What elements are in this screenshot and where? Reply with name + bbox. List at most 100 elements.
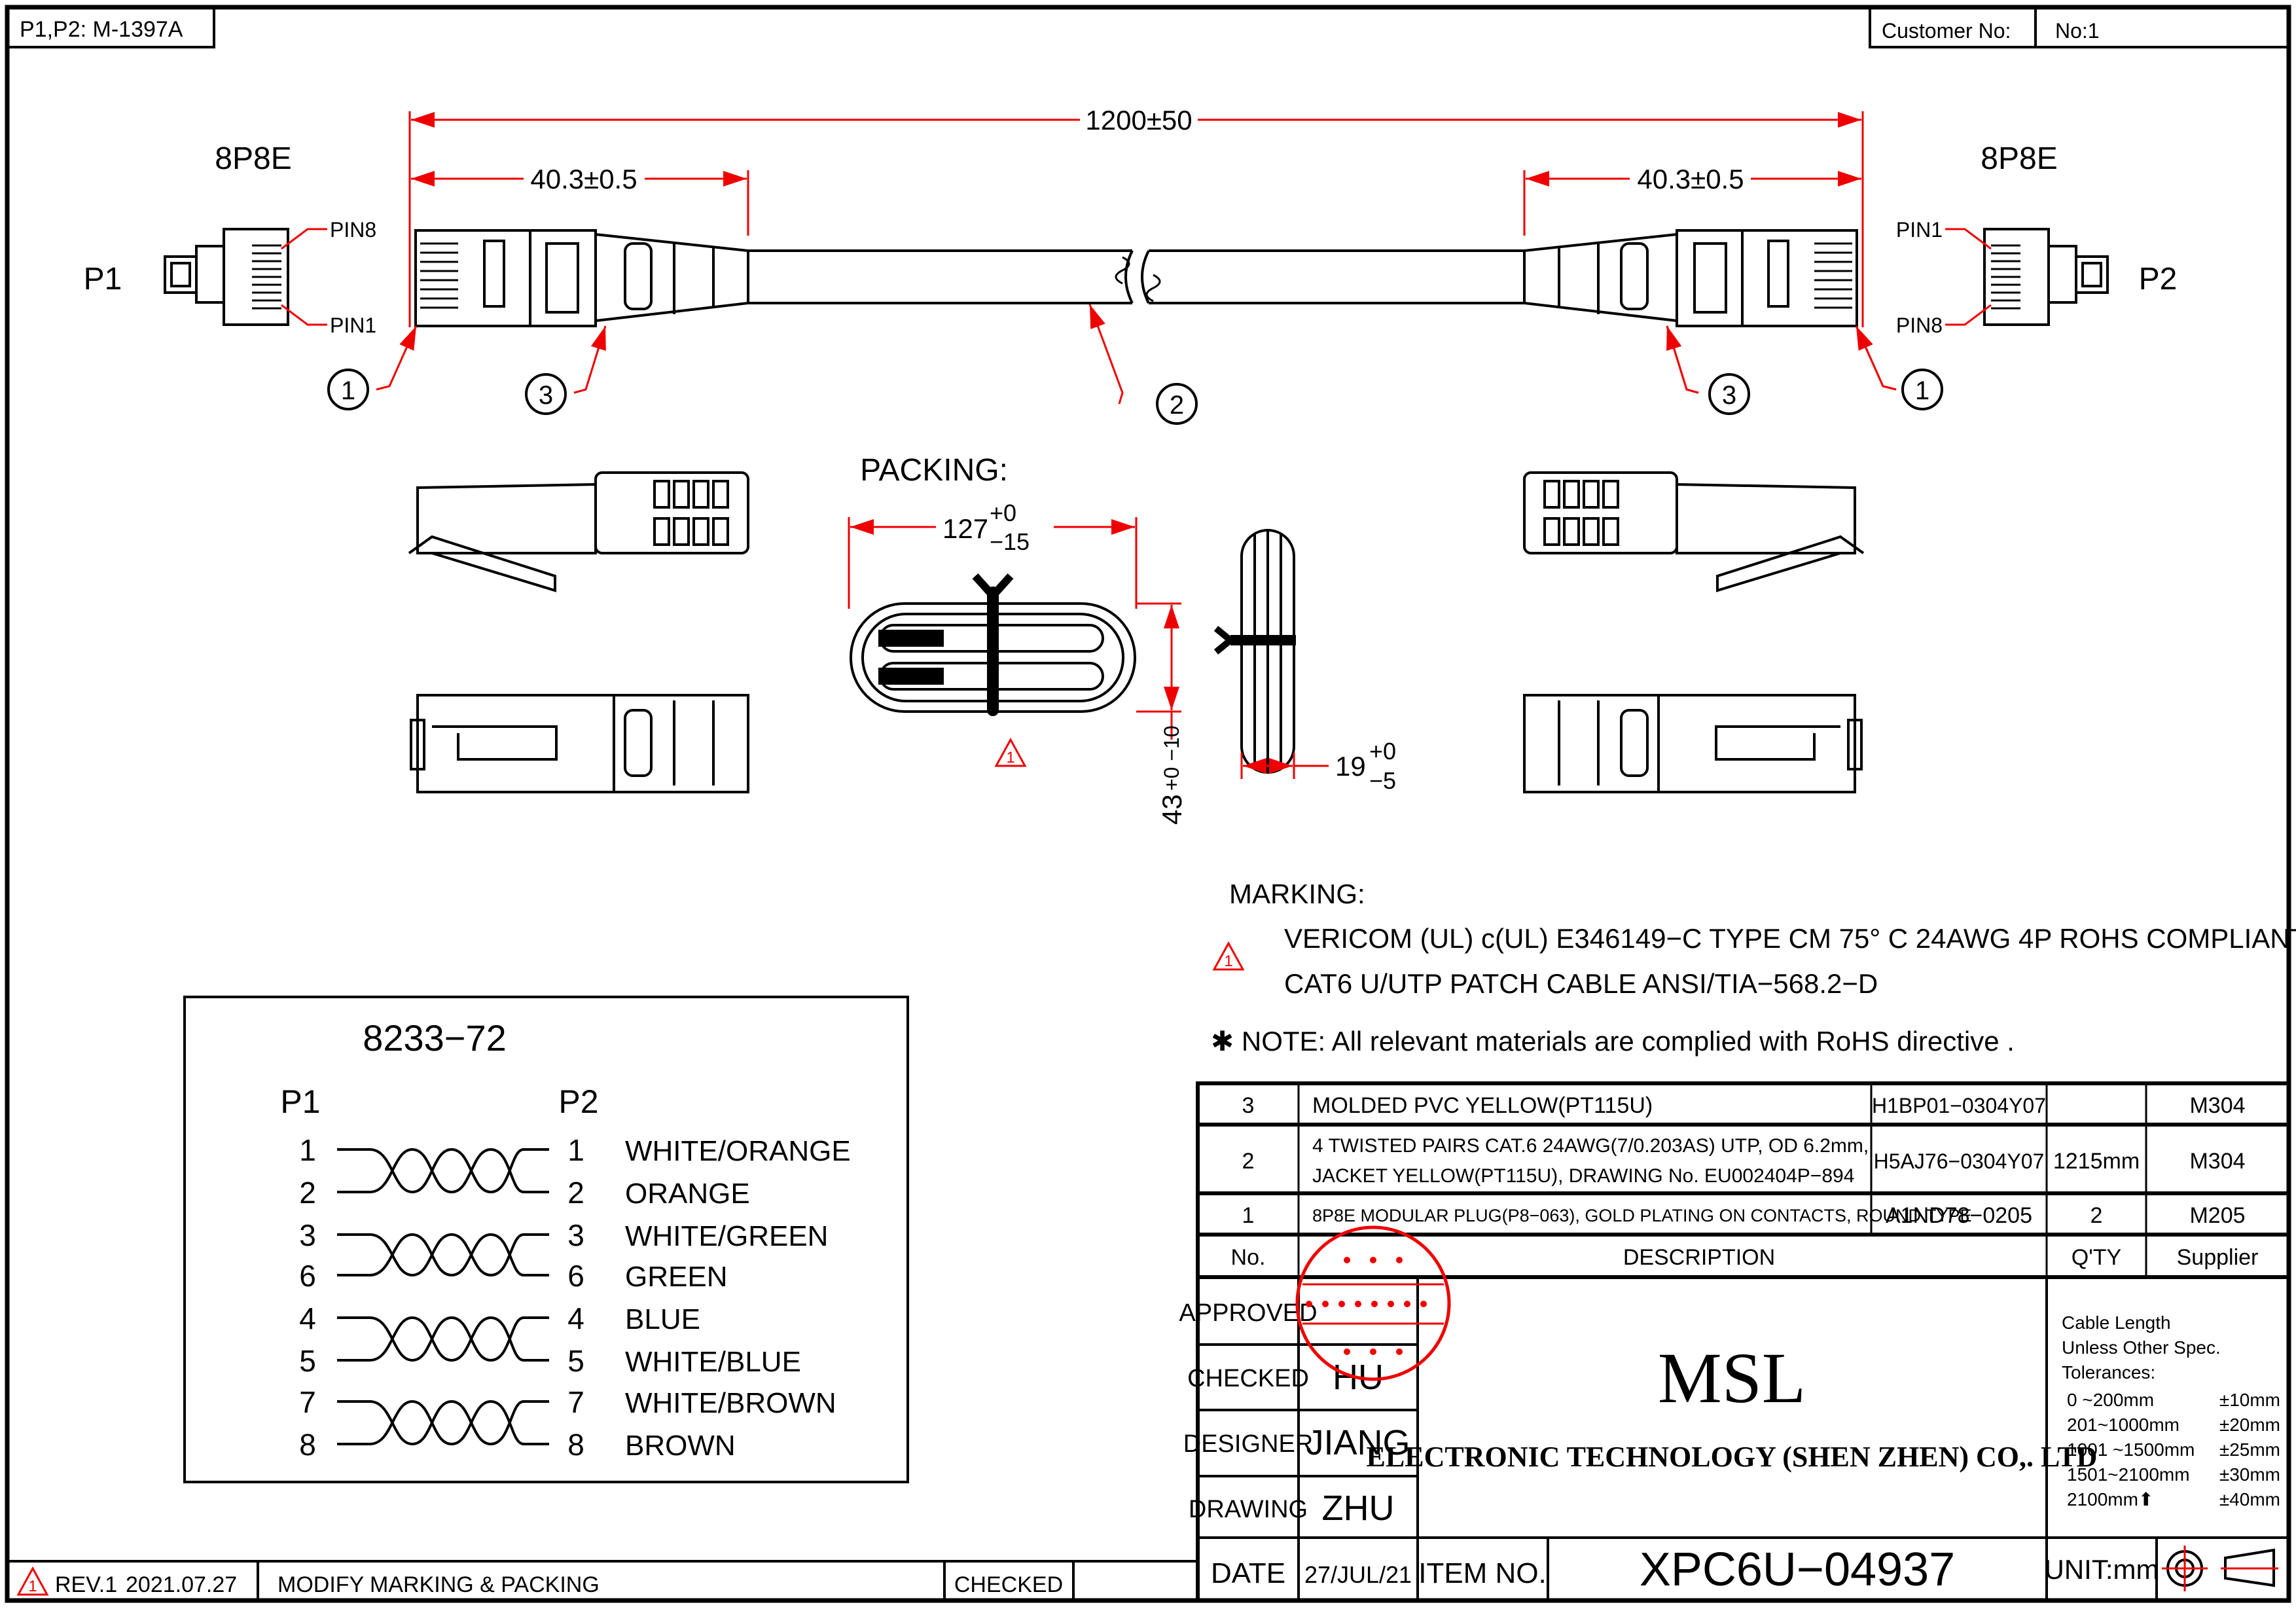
twisted-pair-wires (337, 1148, 549, 1446)
bom-row-2-description-1: 4 TWISTED PAIRS CAT.6 24AWG(7/0.203AS) U… (1312, 1135, 1869, 1157)
callout-bubbles: 1 3 2 3 1 (327, 369, 1943, 425)
revision-number: REV.1 (55, 1572, 117, 1597)
checked-label: CHECKED (1187, 1365, 1309, 1392)
tolerance-title-2: Unless Other Spec. (2062, 1337, 2221, 1358)
tolerance-range: 1001 ~1500mm (2067, 1439, 2195, 1460)
bom-header-qty: Q'TY (2072, 1245, 2121, 1270)
pack-length-dimension: 127 (942, 513, 988, 544)
bom-header-description: DESCRIPTION (1623, 1245, 1775, 1270)
pinout-box (183, 996, 909, 1483)
revision-date: 2021.07.27 (126, 1572, 237, 1597)
p2-pin1-label: PIN1 (1896, 218, 1943, 242)
pinout-right-pin: 3 (567, 1218, 584, 1252)
bom-header-supplier: Supplier (2177, 1245, 2259, 1270)
designer-label: DESIGNER (1183, 1430, 1313, 1458)
pinout-left-pin: 6 (299, 1259, 316, 1293)
revision-description: MODIFY MARKING & PACKING (278, 1572, 600, 1597)
drawing-reference: P1,P2: M-1397A (20, 17, 183, 42)
callout-3-left: 3 (539, 381, 553, 410)
pinout-right-pin: 6 (567, 1259, 584, 1293)
tolerance-title-1: Cable Length (2062, 1312, 2171, 1333)
bom-row-3-supplier: M304 (2189, 1093, 2245, 1118)
pinout-wire-color: BROWN (625, 1430, 736, 1462)
pinout-left-pin: 2 (299, 1176, 316, 1210)
rohs-note: ✱ NOTE: All relevant materials are compl… (1211, 1026, 2015, 1057)
bom-table (1196, 1081, 2291, 1279)
drawing-label: DRAWING (1189, 1496, 1308, 1523)
twisted-pair-wire (337, 1316, 549, 1362)
twisted-pair-wire (337, 1148, 549, 1194)
item-no-label: ITEM NO. (1418, 1557, 1547, 1589)
bom-row-1-part: A1ND78−0205 (1886, 1203, 2032, 1228)
twisted-pair-wire (337, 1400, 549, 1446)
date-value: 27/JUL/21 (1304, 1561, 1412, 1588)
pinout-wire-color: ORANGE (625, 1178, 750, 1210)
bom-row-1-no: 1 (1242, 1203, 1255, 1228)
tolerance-range: 1501~2100mm (2067, 1464, 2190, 1485)
twisted-pair-wire (337, 1400, 549, 1446)
overall-length-dimension: 1200±50 (1085, 105, 1192, 136)
callout-1-left: 1 (341, 376, 355, 405)
tolerance-title-3: Tolerances: (2062, 1362, 2155, 1383)
bom-row-2-qty: 1215mm (2053, 1149, 2140, 1174)
tolerance-value: ±30mm (2219, 1464, 2280, 1485)
revision-row (7, 1560, 1198, 1600)
pack-width-tol-upper: +0 (1369, 738, 1396, 765)
tolerance-value: ±10mm (2219, 1390, 2280, 1410)
bom-row-2-no: 2 (1242, 1149, 1255, 1174)
pinout-left-pin: 7 (299, 1385, 316, 1419)
pinout-p2: P2 (558, 1083, 598, 1120)
marking-title: MARKING: (1229, 878, 1365, 909)
marking-line-1: VERICOM (UL) c(UL) E346149−C TYPE CM 75°… (1284, 923, 2296, 954)
callout-3-right: 3 (1722, 381, 1736, 410)
pinout-right-pin: 5 (567, 1344, 584, 1378)
packing-title: PACKING: (860, 453, 1008, 488)
approved-label: APPROVED (1179, 1299, 1317, 1327)
packing-warning-number: 1 (1006, 749, 1014, 767)
p2-connector-type: 8P8E (1981, 141, 2057, 176)
tolerance-range: 2100mm⬆ (2067, 1489, 2153, 1510)
revision-warning-number: 1 (28, 1578, 37, 1595)
pinout-left-pin: 5 (299, 1344, 316, 1378)
pack-width-tol-lower: −5 (1369, 767, 1396, 794)
dimension-lines (408, 111, 1864, 327)
p1-connector-type: 8P8E (215, 141, 291, 176)
p1-label: P1 (84, 262, 122, 297)
bom-header-no: No. (1231, 1245, 1266, 1270)
third-angle-projection-symbol (2162, 1546, 2278, 1591)
pinout-right-pin: 1 (567, 1133, 584, 1167)
pinout-wire-color: WHITE/GREEN (625, 1220, 828, 1252)
marking-line-2: CAT6 U/UTP PATCH CABLE ANSI/TIA−568.2−D (1284, 968, 1878, 999)
pack-length-tol-upper: +0 (990, 499, 1016, 526)
tolerance-value: ±20mm (2219, 1415, 2280, 1435)
twisted-pair-wire (337, 1316, 549, 1362)
unit-label: UNIT:mm (2045, 1554, 2159, 1585)
drawing-frame (5, 5, 2291, 1603)
p2-connector-drawing (1524, 229, 2108, 792)
date-label: DATE (1211, 1557, 1285, 1589)
tolerance-value: ±40mm (2219, 1489, 2280, 1510)
pinout-right-pin: 8 (567, 1428, 584, 1462)
marking-warning-number: 1 (1224, 952, 1232, 970)
company-name: ELECTRONIC TECHNOLOGY (SHEN ZHEN) CO,. L… (1367, 1441, 2098, 1473)
pinout-p1: P1 (280, 1083, 320, 1120)
tolerance-value: ±25mm (2219, 1439, 2280, 1460)
item-no-value: XPC6U−04937 (1640, 1544, 1955, 1596)
pack-height-tol: +0 −10 (1160, 725, 1183, 791)
pinout-title: 8233−72 (363, 1017, 507, 1058)
pack-height-dimension: 43 (1157, 794, 1187, 825)
right-boot-dimension: 40.3±0.5 (1637, 164, 1744, 194)
designer-value: JIANG (1306, 1423, 1410, 1462)
bom-row-2-description-2: JACKET YELLOW(PT115U), DRAWING No. EU002… (1312, 1165, 1854, 1187)
p2-pin8-label: PIN8 (1896, 314, 1943, 337)
twisted-pair-wire (337, 1233, 549, 1277)
p1-pin8-label: PIN8 (330, 218, 376, 242)
callout-2: 2 (1170, 391, 1184, 420)
pinout-wire-color: BLUE (625, 1303, 700, 1335)
pinout-wire-color: WHITE/BROWN (625, 1387, 836, 1419)
pinout-left-pin: 3 (299, 1218, 316, 1252)
revision-checked-label: CHECKED (954, 1572, 1063, 1597)
pinout-left-pin: 1 (299, 1133, 316, 1167)
approval-stamp (1295, 1225, 1451, 1381)
